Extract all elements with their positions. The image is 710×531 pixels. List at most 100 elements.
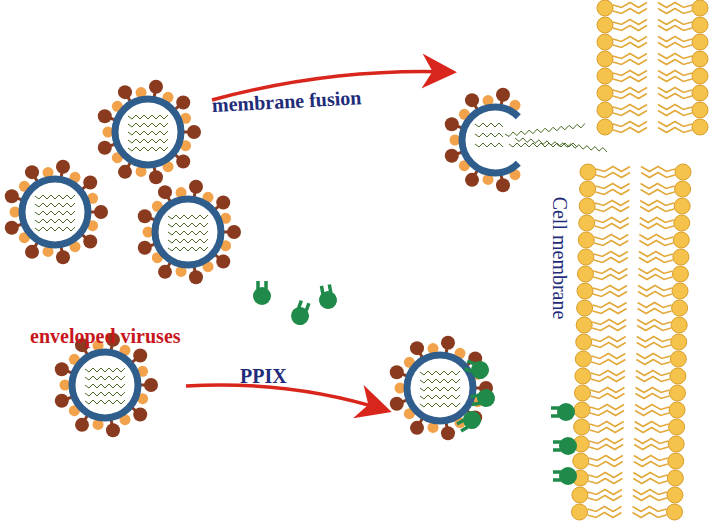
genome-strand	[35, 211, 75, 215]
ppix-molecule	[551, 403, 575, 421]
spike-head	[465, 93, 479, 107]
lipid-tail	[591, 354, 625, 359]
lipid-tail	[637, 320, 671, 325]
lipid-head	[672, 266, 688, 282]
lipid-tail	[636, 377, 670, 382]
lipid	[637, 317, 687, 333]
lipid	[639, 249, 689, 265]
lipid	[638, 300, 688, 316]
lipid-head	[674, 215, 690, 231]
lipid-head	[669, 385, 685, 401]
ppix-head	[460, 408, 485, 433]
lipid-tail	[634, 439, 668, 444]
lipid-tail	[613, 3, 647, 8]
spike-head	[158, 185, 172, 199]
lipid-tail	[595, 224, 629, 229]
lipid-tail	[596, 190, 630, 195]
lipid	[638, 283, 688, 299]
lipid	[574, 385, 624, 401]
lipid-tail	[593, 286, 627, 291]
spike-head	[133, 348, 147, 362]
lipid-tail	[638, 286, 672, 291]
lipid-head	[692, 102, 708, 118]
genome-strand	[85, 392, 125, 396]
lipid-head	[692, 0, 708, 16]
lipid-head	[692, 85, 708, 101]
genome-strand	[35, 227, 75, 231]
lipid-tail	[588, 507, 622, 512]
lipid-tail	[638, 303, 672, 308]
lipid	[597, 17, 647, 33]
genome-strand	[85, 376, 125, 380]
spike-head	[75, 418, 89, 432]
lipid-tail	[641, 173, 675, 178]
lipid-tail	[633, 473, 667, 478]
ppix-molecule	[553, 437, 577, 455]
lipid-tail	[596, 184, 630, 189]
lipid-tail	[595, 201, 629, 206]
lipid	[579, 215, 629, 231]
lipid-head	[597, 17, 613, 33]
spike-head	[94, 205, 108, 219]
lipid-tail	[613, 9, 647, 14]
spike-head	[410, 421, 424, 435]
released-genome	[505, 123, 585, 136]
spike-head	[144, 378, 158, 392]
spike-head	[496, 88, 510, 102]
lipid-tail	[613, 71, 647, 76]
lipid-tail	[592, 337, 626, 342]
lipid	[597, 0, 647, 16]
spike-head	[189, 270, 203, 284]
spike-head	[465, 173, 479, 187]
lipid-tail	[658, 37, 692, 42]
lipid-tail	[637, 326, 671, 331]
lipid-tail	[588, 496, 622, 501]
lipid	[573, 436, 623, 452]
lipid-tail	[635, 394, 669, 399]
lipid-tail	[590, 394, 624, 399]
spike-head	[83, 235, 97, 249]
ppix-head	[253, 287, 271, 305]
lipid-head	[576, 334, 592, 350]
lipid	[641, 181, 691, 197]
lipid-tail	[613, 88, 647, 93]
genome-strand	[85, 384, 125, 388]
ppix-head	[318, 290, 339, 311]
spike-head	[216, 255, 230, 269]
spike-head	[118, 165, 132, 179]
lipid-tail	[637, 337, 671, 342]
lipid-head	[668, 436, 684, 452]
lipid-tail	[658, 77, 692, 82]
lipid-tail	[595, 218, 629, 223]
lipid-tail	[590, 411, 624, 416]
spike-head	[56, 160, 70, 174]
lipid-tail	[639, 258, 673, 263]
lipid-head	[576, 317, 592, 333]
lipid-head	[597, 119, 613, 135]
lipid-tail	[590, 422, 624, 427]
genome-strand	[168, 231, 208, 235]
lipid-tail	[639, 235, 673, 240]
lipid-tail	[633, 496, 667, 501]
lipid	[634, 436, 684, 452]
genome-strand	[420, 395, 460, 399]
lipid-tail	[591, 371, 625, 376]
lipid-tail	[658, 88, 692, 93]
released-genome	[515, 138, 607, 152]
enveloped-virus	[138, 180, 241, 285]
lipid-head	[675, 164, 691, 180]
enveloped-virus	[390, 336, 493, 441]
genome-strand	[475, 143, 503, 147]
lipid-head	[575, 351, 591, 367]
lipid-head	[579, 198, 595, 214]
spike-head	[496, 178, 510, 192]
lipid-tail	[636, 354, 670, 359]
lipid	[635, 385, 685, 401]
lipid-head	[577, 266, 593, 282]
lipid	[579, 198, 629, 214]
lipid-tail	[635, 405, 669, 410]
lipid-tail	[613, 43, 647, 48]
lipid	[658, 119, 708, 135]
